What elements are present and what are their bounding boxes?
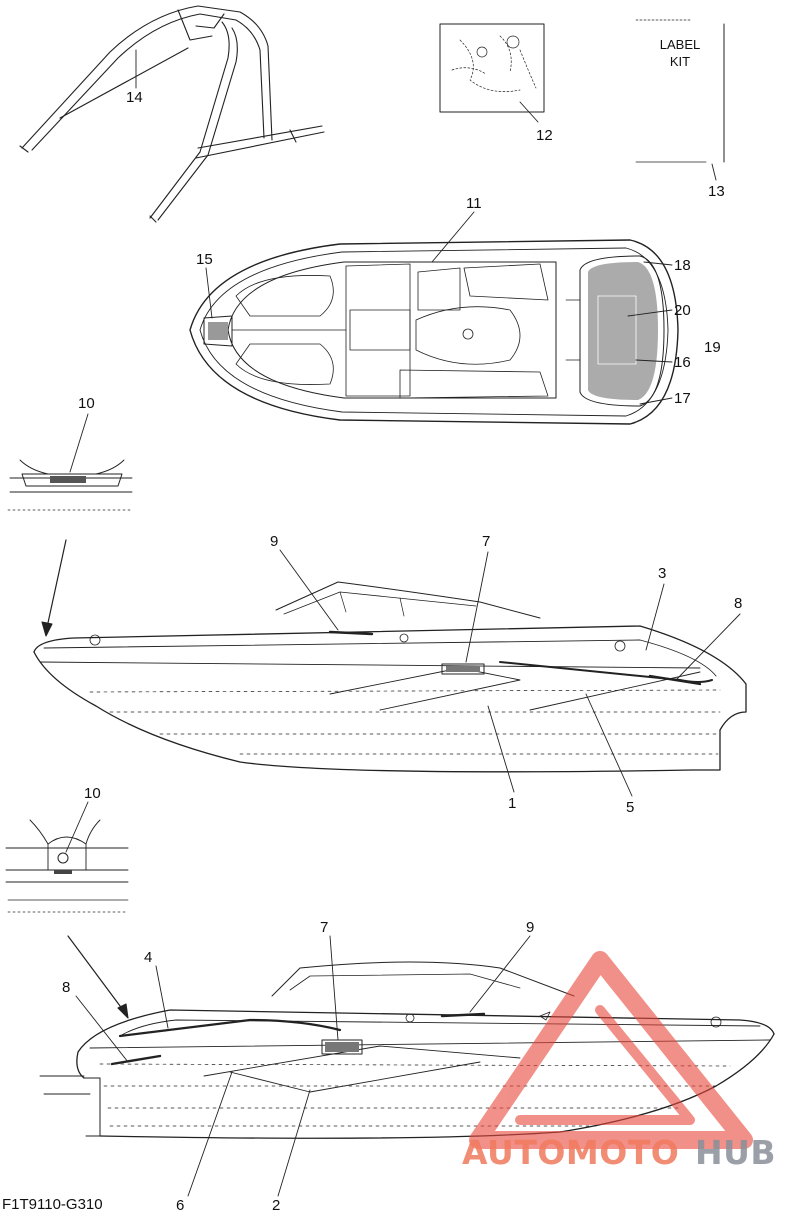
leader-1 <box>487 705 515 793</box>
callout-2: 2 <box>272 1197 281 1214</box>
arrowhead-10-upper <box>41 621 53 637</box>
callout-7-upper: 7 <box>482 533 491 550</box>
callout-12: 12 <box>536 127 553 144</box>
callout-13: 13 <box>708 183 725 200</box>
leader-9-upper <box>279 549 339 631</box>
leader-17 <box>639 397 673 405</box>
arrowhead-10-lower <box>117 1003 129 1019</box>
callout-3: 3 <box>658 565 667 582</box>
leader-4 <box>155 965 169 1029</box>
callout-17: 17 <box>674 390 691 407</box>
callout-10-upper: 10 <box>78 395 95 412</box>
callout-4: 4 <box>144 949 153 966</box>
leader-20 <box>627 309 673 317</box>
leader-7-lower <box>329 935 339 1041</box>
callout-8-upper: 8 <box>734 595 743 612</box>
leader-10-lower <box>65 801 89 853</box>
detail-view-10-lower <box>5 819 129 913</box>
leader-2 <box>277 1089 311 1197</box>
leader-11 <box>431 211 475 263</box>
boat-top-view <box>189 239 679 425</box>
leader-10-upper <box>69 413 89 473</box>
label-kit-text: LABEL KIT <box>636 36 724 70</box>
diagram-part-code: F1T9110-G310 <box>2 1196 103 1213</box>
detail-view-10-upper <box>7 459 133 511</box>
leader-13 <box>711 163 717 181</box>
label-kit-line2: KIT <box>669 54 691 69</box>
callout-8-lower: 8 <box>62 979 71 996</box>
leader-15 <box>205 267 213 319</box>
watermark-logo <box>469 951 753 1149</box>
callout-6: 6 <box>176 1197 185 1214</box>
callout-16: 16 <box>674 354 691 371</box>
callout-15: 15 <box>196 251 213 268</box>
leader-12 <box>519 101 539 123</box>
callout-9-lower: 9 <box>526 919 535 936</box>
watermark-text-primary: AUTOMOTO <box>462 1133 680 1172</box>
leader-18 <box>643 261 673 266</box>
callout-11: 11 <box>466 195 482 212</box>
leader-6 <box>187 1071 233 1197</box>
callout-7-lower: 7 <box>320 919 329 936</box>
leader-8-lower <box>75 995 129 1063</box>
callout-9-upper: 9 <box>270 533 279 550</box>
leader-16 <box>635 359 673 363</box>
watermark-text-secondary: HUB <box>695 1133 777 1172</box>
arrow-10-lower <box>67 935 127 1015</box>
leader-7-upper <box>465 551 489 663</box>
leader-8-upper <box>675 613 741 681</box>
arrow-10-upper <box>45 539 67 633</box>
wakeboard-tower <box>19 5 325 223</box>
callout-14: 14 <box>126 89 143 106</box>
callout-1: 1 <box>508 795 517 812</box>
label-kit-outline <box>635 19 725 163</box>
callout-18: 18 <box>674 257 691 274</box>
callout-20: 20 <box>674 302 691 319</box>
label-kit-line1: LABEL <box>659 37 701 52</box>
leader-3 <box>645 583 665 651</box>
callout-5: 5 <box>626 799 635 816</box>
callout-19: 19 <box>704 339 721 356</box>
callout-10-lower: 10 <box>84 785 101 802</box>
leader-5 <box>585 693 633 797</box>
boat-side-view-starboard <box>33 581 747 773</box>
decal-sheet <box>439 23 545 113</box>
leader-9-lower <box>469 935 531 1013</box>
